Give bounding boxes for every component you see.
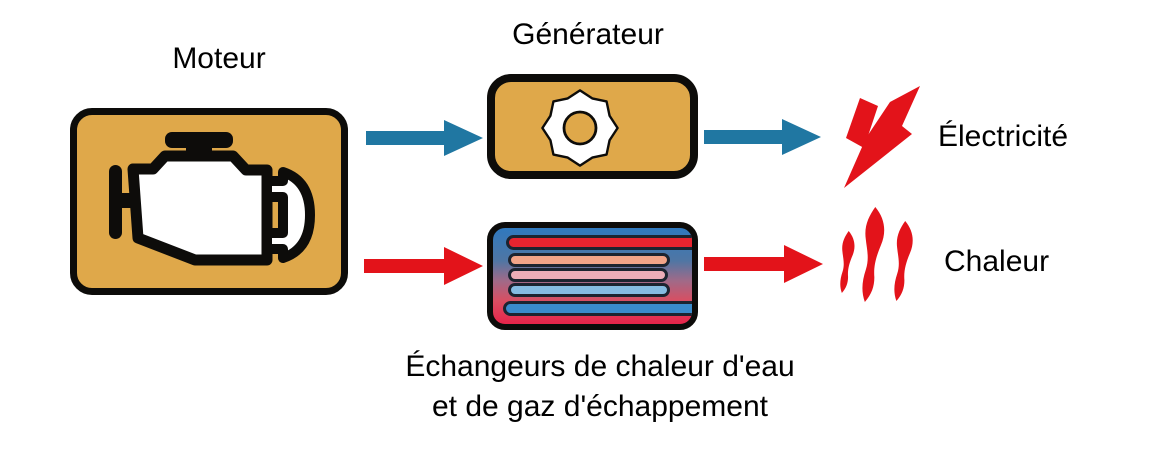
- heat-exchanger-caption: Échangeurs de chaleur d'eau et de gaz d'…: [310, 347, 890, 427]
- motor-label: Moteur: [172, 42, 266, 75]
- heat-exchanger-box: [487, 222, 698, 330]
- exchanger-pipe: [503, 301, 692, 316]
- heat-exchanger-caption-line2: et de gaz d'échappement: [432, 390, 768, 423]
- heat-flow-arrow-exchanger-to-output: [704, 245, 823, 283]
- electricity-flow-arrow-generator-to-output: [704, 119, 821, 155]
- heat-output-label: Chaleur: [944, 245, 1050, 278]
- engine-icon: [109, 132, 315, 266]
- motor-box: [70, 108, 348, 295]
- lightning-bolt-icon: [844, 86, 920, 188]
- heat-flow-arrow-motor-to-exchanger: [364, 247, 483, 285]
- exchanger-pipe: [506, 235, 692, 250]
- exchanger-pipe: [508, 268, 668, 282]
- heat-exchanger-caption-line1: Échangeurs de chaleur d'eau: [405, 350, 795, 383]
- exchanger-pipe: [508, 283, 670, 297]
- electricity-output-label: Électricité: [938, 120, 1069, 153]
- gear-icon: [541, 89, 619, 167]
- generator-box: [487, 74, 698, 179]
- heat-waves-icon: [840, 207, 913, 302]
- exchanger-pipe: [508, 253, 670, 267]
- generator-label: Générateur: [512, 18, 664, 51]
- electricity-flow-arrow-motor-to-generator: [366, 120, 483, 156]
